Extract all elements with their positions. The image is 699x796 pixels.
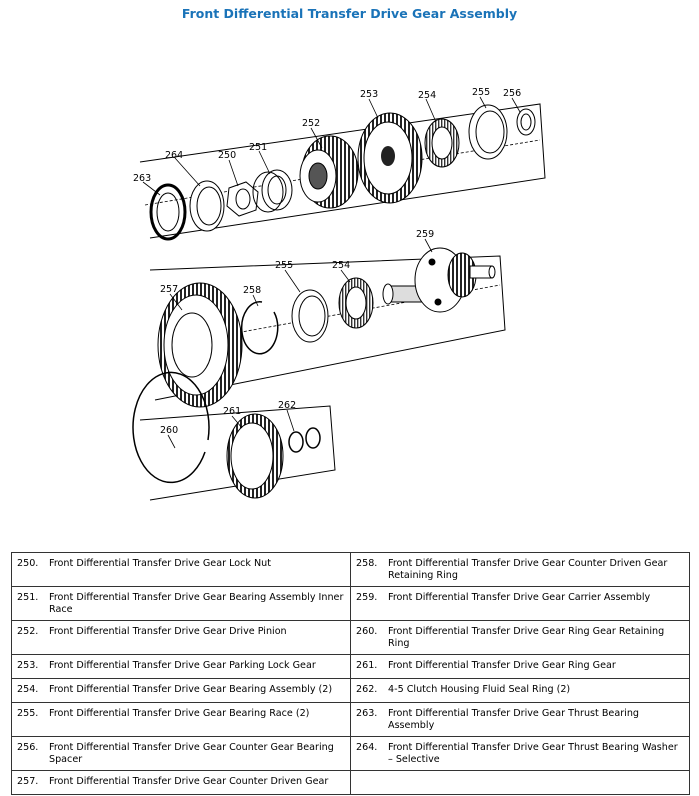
part-number: 251.	[17, 592, 39, 603]
table-cell: 258. Front Differential Transfer Drive Ge…	[350, 552, 690, 587]
part-256-spacer	[516, 108, 536, 136]
table-row: 252. Front Differential Transfer Drive Ge…	[11, 620, 690, 655]
callout-255-upper: 255	[472, 87, 490, 98]
part-description: Front Differential Transfer Drive Gear R…	[388, 626, 665, 649]
table-row: 256. Front Differential Transfer Drive Ge…	[11, 736, 690, 771]
callout-256: 256	[503, 88, 521, 99]
part-261-ring-gear	[226, 413, 284, 499]
part-260-ring-gear-retaining-ring	[132, 371, 210, 484]
table-cell: 252. Front Differential Transfer Drive Ge…	[11, 620, 351, 655]
part-number	[356, 776, 388, 790]
part-252-drive-pinion	[299, 135, 359, 209]
callout-254-upper: 254	[418, 90, 436, 101]
table-cell: 259. Front Differential Transfer Drive Ge…	[350, 586, 690, 621]
page-title: Front Differential Transfer Drive Gear A…	[181, 6, 518, 21]
table-row: 250. Front Differential Transfer Drive Ge…	[11, 552, 690, 587]
callout-251: 251	[249, 142, 267, 153]
callout-254-middle: 254	[332, 260, 350, 271]
part-description: Front Differential Transfer Drive Gear R…	[388, 660, 616, 671]
callout-264: 264	[165, 150, 183, 161]
part-264-thrust-washer	[189, 180, 225, 232]
exploded-view-illustration: 263 264 250 251 252 253 254 255 256 257 …	[132, 87, 546, 501]
part-259-carrier-assembly	[382, 247, 496, 313]
part-description: Front Differential Transfer Drive Gear C…	[388, 558, 668, 581]
part-255-race-middle	[291, 289, 329, 343]
callout-255-middle: 255	[275, 260, 293, 271]
part-description: Front Differential Transfer Drive Gear C…	[49, 776, 329, 787]
part-number: 255.	[17, 708, 39, 719]
part-number: 250.	[17, 558, 39, 569]
callout-261: 261	[223, 406, 241, 417]
part-258-retaining-ring	[241, 301, 279, 355]
part-number: 263.	[356, 708, 378, 719]
part-number: 254.	[17, 684, 39, 695]
part-number: 261.	[356, 660, 378, 671]
table-cell: 256. Front Differential Transfer Drive Ge…	[11, 736, 351, 771]
table-cell	[350, 770, 690, 795]
part-description: Front Differential Transfer Drive Gear T…	[388, 742, 678, 765]
part-description: Front Differential Transfer Drive Gear C…	[49, 742, 334, 765]
part-262-seal-rings	[288, 427, 321, 453]
part-254-bearing-upper	[424, 118, 460, 168]
part-description: Front Differential Transfer Drive Gear L…	[49, 558, 272, 569]
table-cell: 253. Front Differential Transfer Drive Ge…	[11, 654, 351, 679]
part-description: Front Differential Transfer Drive Gear T…	[388, 708, 639, 731]
table-cell: 260. Front Differential Transfer Drive Ge…	[350, 620, 690, 655]
part-251-inner-race	[252, 169, 293, 213]
part-number: 262.	[356, 684, 378, 695]
part-number: 257.	[17, 776, 39, 787]
part-description: Front Differential Transfer Drive Gear B…	[49, 684, 333, 695]
table-row: 253. Front Differential Transfer Drive Ge…	[11, 654, 690, 679]
table-cell: 255. Front Differential Transfer Drive Ge…	[11, 702, 351, 737]
table-cell: 263. Front Differential Transfer Drive Ge…	[350, 702, 690, 737]
part-description: Front Differential Transfer Drive Gear P…	[49, 660, 316, 671]
parts-legend-table: 250. Front Differential Transfer Drive Ge…	[11, 552, 690, 795]
callout-250: 250	[218, 150, 236, 161]
part-description: Front Differential Transfer Drive Gear D…	[49, 626, 287, 637]
table-row: 255. Front Differential Transfer Drive Ge…	[11, 702, 690, 737]
table-cell: 250. Front Differential Transfer Drive Ge…	[11, 552, 351, 587]
part-255-race-upper	[468, 104, 508, 160]
table-cell: 257. Front Differential Transfer Drive Ge…	[11, 770, 351, 795]
callout-263: 263	[133, 173, 151, 184]
part-description: Front Differential Transfer Drive Gear C…	[388, 592, 651, 603]
table-cell: 251. Front Differential Transfer Drive Ge…	[11, 586, 351, 621]
part-250-lock-nut	[226, 181, 259, 217]
table-cell: 254. Front Differential Transfer Drive Ge…	[11, 678, 351, 703]
part-number: 259.	[356, 592, 378, 603]
table-row: 257. Front Differential Transfer Drive Ge…	[11, 770, 690, 795]
part-number: 260.	[356, 626, 378, 637]
callout-257: 257	[160, 284, 178, 295]
part-number: 253.	[17, 660, 39, 671]
part-263-thrust-bearing	[149, 183, 187, 241]
table-row: 254. Front Differential Transfer Drive Ge…	[11, 678, 690, 703]
part-description: 4-5 Clutch Housing Fluid Seal Ring (2)	[388, 684, 571, 695]
part-description: Front Differential Transfer Drive Gear B…	[49, 708, 310, 719]
part-number: 258.	[356, 558, 378, 569]
callout-262: 262	[278, 400, 296, 411]
table-row: 251. Front Differential Transfer Drive Ge…	[11, 586, 690, 621]
part-description	[388, 776, 684, 790]
callout-260: 260	[160, 425, 178, 436]
callout-258: 258	[243, 285, 261, 296]
part-description: Front Differential Transfer Drive Gear B…	[49, 592, 344, 615]
part-254-bearing-middle	[338, 277, 374, 329]
leader-lines	[142, 96, 521, 449]
table-cell: 262. 4-5 Clutch Housing Fluid Seal Ring (…	[350, 678, 690, 703]
part-257-counter-driven-gear	[157, 282, 243, 408]
callout-259: 259	[416, 229, 434, 240]
part-number: 264.	[356, 742, 378, 753]
callout-253: 253	[360, 89, 378, 100]
table-cell: 264. Front Differential Transfer Drive Ge…	[350, 736, 690, 771]
part-number: 252.	[17, 626, 39, 637]
table-cell: 261. Front Differential Transfer Drive Ge…	[350, 654, 690, 679]
callout-252: 252	[302, 118, 320, 129]
part-253-parking-lock-gear	[357, 112, 423, 204]
part-number: 256.	[17, 742, 39, 753]
